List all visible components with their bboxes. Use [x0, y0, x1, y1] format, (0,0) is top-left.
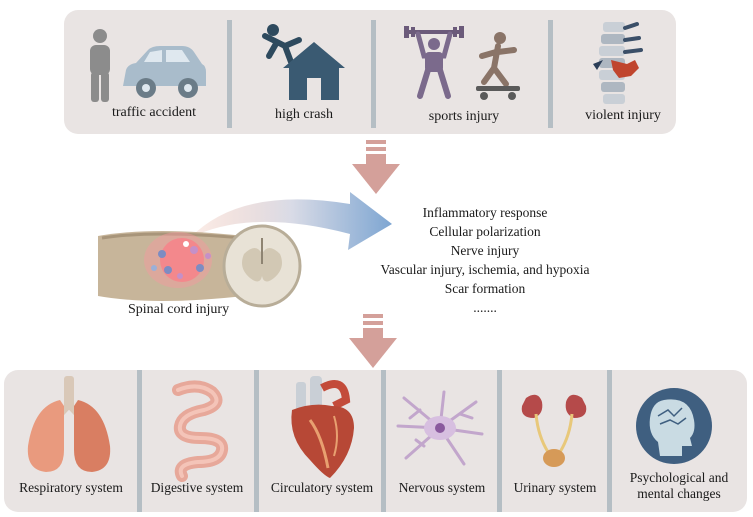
response-item: Scar formation: [444, 281, 526, 296]
kidneys-icon: [521, 394, 587, 467]
divider: [381, 370, 386, 512]
response-list: Inflammatory response Cellular polarizat…: [360, 203, 610, 317]
system-label-nervous: Nervous system: [398, 480, 486, 495]
systems-panel: Respiratory system Digestive system Circ…: [4, 370, 747, 512]
response-item: Vascular injury, ischemia, and hypoxia: [380, 262, 590, 277]
lungs-icon: [27, 376, 111, 472]
cause-label-sports-injury: sports injury: [428, 109, 500, 124]
response-item: .......: [473, 300, 497, 315]
head-brain-icon: [636, 388, 712, 464]
divider: [254, 370, 259, 512]
person-car-icon: [90, 29, 206, 102]
cause-label-high-crash: high crash: [275, 107, 333, 122]
system-label-circulatory: Circulatory system: [270, 480, 374, 495]
intestine-icon: [172, 380, 229, 482]
system-label-psychological: Psychological and mental changes: [614, 470, 744, 502]
response-item: Cellular polarization: [429, 224, 541, 239]
response-item: Nerve injury: [450, 243, 520, 258]
response-item: Inflammatory response: [422, 205, 548, 220]
divider: [548, 20, 553, 128]
cause-label-violent-injury: violent injury: [585, 108, 661, 123]
spinal-cord-injury-label: Spinal cord injury: [128, 302, 230, 317]
divider: [137, 370, 142, 512]
curved-arrow-icon: [190, 192, 392, 250]
system-label-digestive: Digestive system: [150, 480, 244, 495]
cause-label-traffic-accident: traffic accident: [111, 105, 197, 120]
arrow-down-icon: [349, 314, 397, 368]
divider: [607, 370, 612, 512]
divider: [497, 370, 502, 512]
system-label-line: mental changes: [637, 486, 721, 501]
arrow-down-icon: [352, 140, 400, 194]
divider: [371, 20, 376, 128]
spinal-cord-icon: [98, 224, 302, 308]
divider: [227, 20, 232, 128]
neuron-icon: [396, 390, 484, 466]
falling-person-house-icon: [262, 24, 345, 100]
system-label-urinary: Urinary system: [513, 480, 597, 495]
fractured-spine-icon: [593, 22, 643, 104]
weightlifter-skateboarder-icon: [404, 26, 520, 100]
heart-icon: [291, 376, 354, 478]
system-label-line: Psychological and: [629, 470, 729, 485]
system-label-respiratory: Respiratory system: [19, 480, 123, 495]
causes-panel: traffic accident high crash sports injur…: [64, 10, 676, 134]
